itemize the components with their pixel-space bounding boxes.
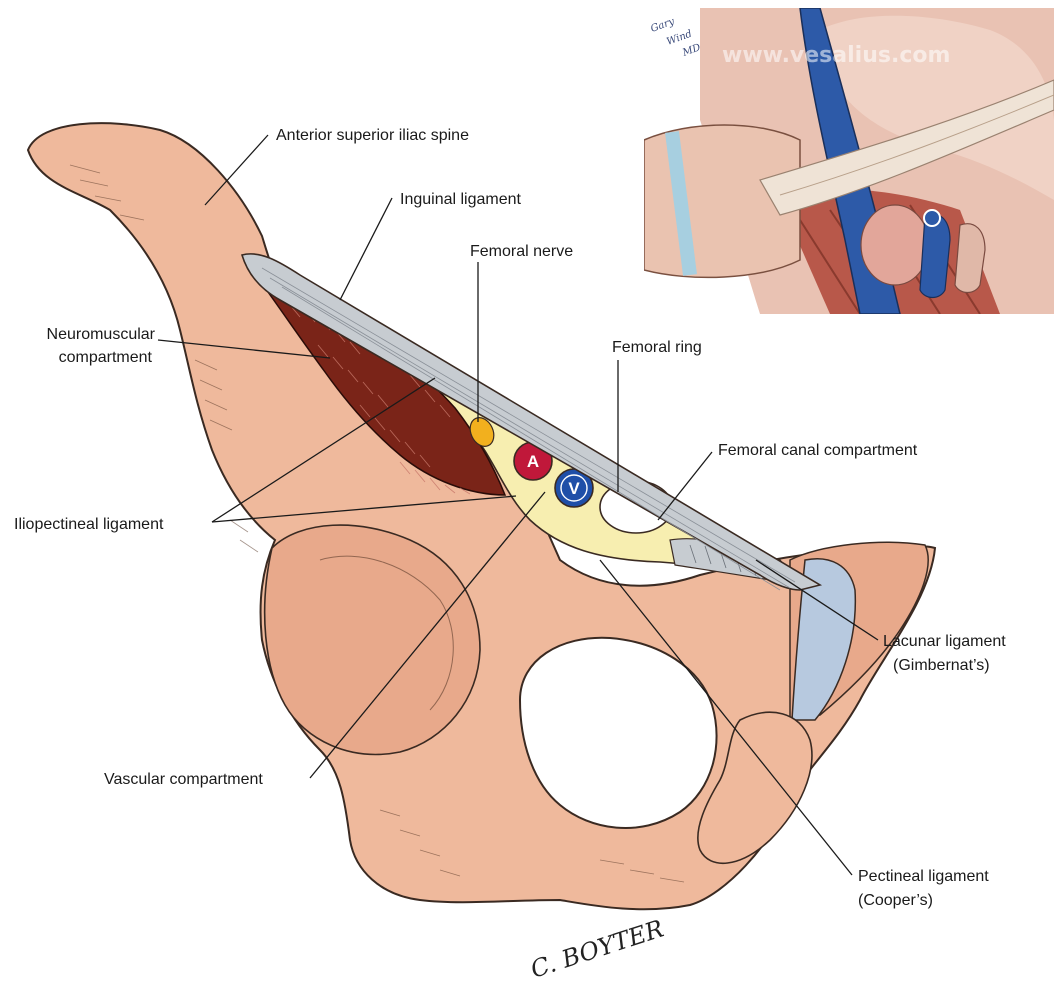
vein-letter: V (568, 479, 580, 498)
artery-letter: A (527, 452, 539, 471)
label-pectineal-ligament-line2: (Cooper’s) (858, 892, 933, 909)
artist-signature: C. BOYTER (527, 914, 667, 983)
inset-illustration: www.vesalius.com Gary Wind MD (644, 8, 1054, 314)
label-lacunar-ligament-line1: Lacunar ligament (883, 633, 1006, 650)
label-neuromuscular-line2: compartment (59, 349, 153, 366)
label-neuromuscular-line1: Neuromuscular (47, 326, 156, 343)
inset-watermark: www.vesalius.com (722, 43, 950, 68)
label-femoral-nerve: Femoral nerve (470, 243, 573, 260)
label-lacunar-ligament-line2: (Gimbernat’s) (893, 657, 990, 674)
label-pectineal-ligament-line1: Pectineal ligament (858, 868, 989, 885)
label-vascular-compartment: Vascular compartment (104, 771, 263, 788)
label-anterior-superior-iliac-spine: Anterior superior iliac spine (276, 127, 469, 144)
label-inguinal-ligament: Inguinal ligament (400, 191, 522, 208)
label-iliopectineal-ligament: Iliopectineal ligament (14, 516, 164, 533)
label-femoral-ring: Femoral ring (612, 339, 702, 356)
label-femoral-canal-compartment: Femoral canal compartment (718, 442, 918, 459)
